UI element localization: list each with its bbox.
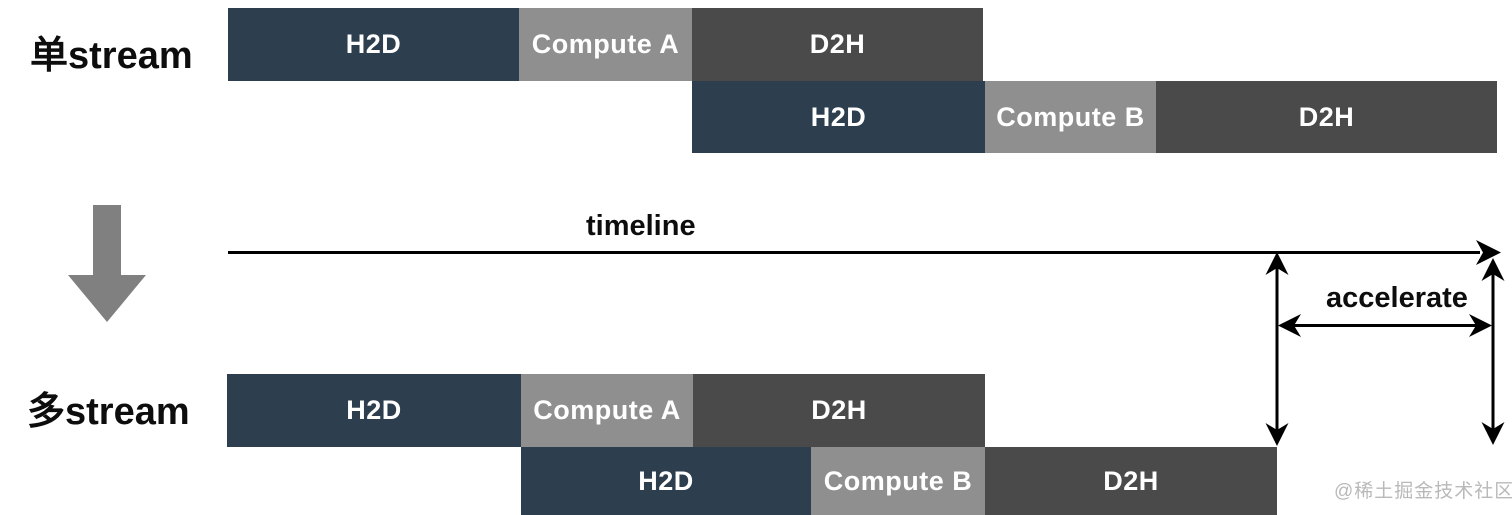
single-row2-h2d-bar: H2D bbox=[692, 81, 985, 153]
single-row2-d2h-bar: D2H bbox=[1156, 81, 1497, 153]
accelerate-horizontal-arrow bbox=[1278, 314, 1492, 337]
single-stream-label: 单stream bbox=[30, 35, 193, 77]
multi-row2-h2d-bar: H2D bbox=[521, 447, 811, 515]
accelerate-left-vertical-arrow bbox=[1265, 252, 1289, 446]
multi-row2-compute-b-bar: Compute B bbox=[811, 447, 985, 515]
multi-stream-label: 多stream bbox=[27, 391, 190, 433]
single-row1-compute-a-bar: Compute A bbox=[519, 8, 692, 81]
single-row1-h2d-bar: H2D bbox=[228, 8, 519, 81]
timeline-axis-arrow bbox=[228, 240, 1501, 265]
multi-row2-d2h-bar: D2H bbox=[985, 447, 1277, 515]
multi-row1-h2d-bar: H2D bbox=[227, 374, 521, 447]
juejin-watermark: @稀土掘金技术社区 bbox=[1334, 481, 1512, 502]
timeline-label: timeline bbox=[586, 210, 696, 242]
accelerate-right-vertical-arrow bbox=[1481, 258, 1505, 445]
transform-down-arrow-icon bbox=[68, 205, 146, 322]
single-row2-compute-b-bar: Compute B bbox=[985, 81, 1156, 153]
multi-row1-compute-a-bar: Compute A bbox=[521, 374, 693, 447]
multi-row1-d2h-bar: D2H bbox=[693, 374, 985, 447]
accelerate-label: accelerate bbox=[1326, 282, 1468, 314]
single-row1-d2h-bar: D2H bbox=[692, 8, 983, 81]
